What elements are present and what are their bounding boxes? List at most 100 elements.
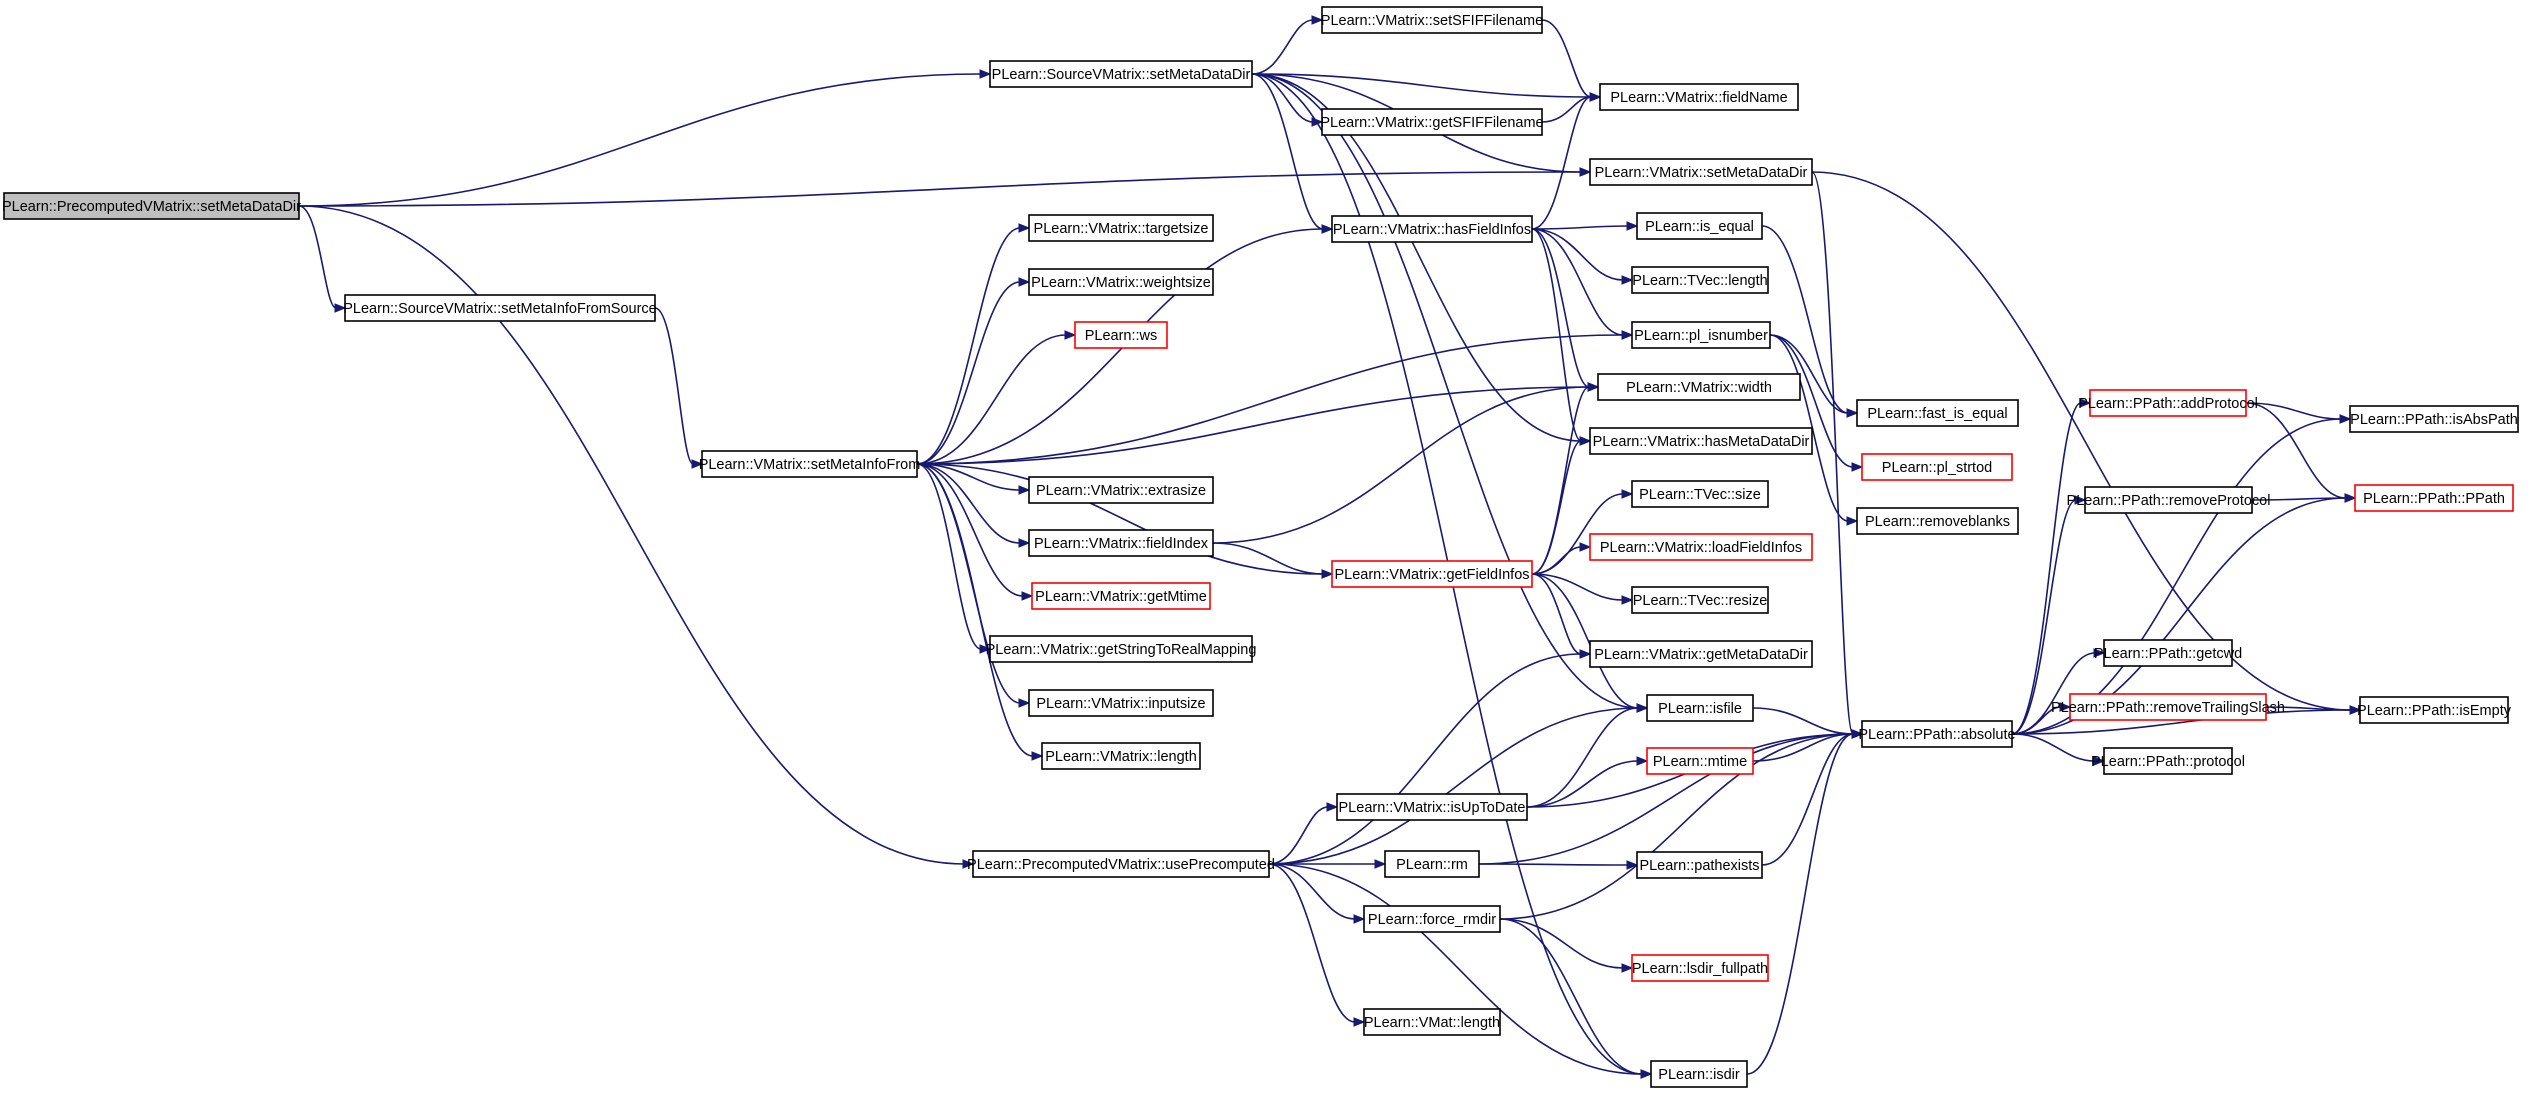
node-removeProtocol[interactable]: PLearn::PPath::removeProtocol xyxy=(2067,486,2271,514)
node-is-equal[interactable]: PLearn::is_equal xyxy=(1636,212,1763,240)
node-box xyxy=(1631,954,1769,982)
edge-isUpToDate-to-isfile xyxy=(1526,703,1649,808)
node-vmat-length[interactable]: PLearn::VMat::length xyxy=(1363,1008,1501,1036)
edge-pathexists-to-ppath-absolute xyxy=(1761,729,1864,866)
node-pl-isnumber[interactable]: PLearn::pl_isnumber xyxy=(1631,321,1771,349)
node-isEmpty[interactable]: PLearn::PPath::isEmpty xyxy=(2357,696,2512,724)
node-box xyxy=(1597,373,1801,401)
node-isAbsPath[interactable]: PLearn::PPath::isAbsPath xyxy=(2349,405,2519,433)
node-box xyxy=(1331,215,1533,243)
node-isfile[interactable]: PLearn::isfile xyxy=(1646,694,1754,722)
node-isUpToDate[interactable]: PLearn::VMatrix::isUpToDate xyxy=(1336,793,1528,821)
node-label: PLearn::lsdir_fullpath xyxy=(1632,961,1768,977)
node-targetsize[interactable]: PLearn::VMatrix::targetsize xyxy=(1028,214,1214,242)
node-weightsize[interactable]: PLearn::VMatrix::weightsize xyxy=(1028,268,1214,296)
node-label: PLearn::VMatrix::getSFIFFilename xyxy=(1320,115,1543,131)
node-src-setMetaDataDir[interactable]: PLearn::SourceVMatrix::setMetaDataDir xyxy=(989,60,1253,88)
node-hasMetaDataDir[interactable]: PLearn::VMatrix::hasMetaDataDir xyxy=(1589,427,1813,455)
node-pl-strtod[interactable]: PLearn::pl_strtod xyxy=(1861,453,2013,481)
node-rm[interactable]: PLearn::rm xyxy=(1384,850,1480,878)
node-box xyxy=(2103,747,2233,775)
node-label: PLearn::VMatrix::setMetaInfoFrom xyxy=(699,457,921,473)
node-label: PLearn::PPath::addProtocol xyxy=(2078,396,2258,412)
node-label: PLearn::PPath::isAbsPath xyxy=(2350,412,2518,428)
node-label: PLearn::VMatrix::getFieldInfos xyxy=(1334,567,1529,583)
node-box xyxy=(1589,533,1813,561)
node-usePrecomputed[interactable]: PLearn::PrecomputedVMatrix::usePrecomput… xyxy=(967,850,1275,878)
node-box xyxy=(1336,793,1528,821)
node-label: PLearn::VMatrix::fieldIndex xyxy=(1034,536,1209,552)
node-loadFieldInfos[interactable]: PLearn::VMatrix::loadFieldInfos xyxy=(1589,533,1813,561)
node-getMtime[interactable]: PLearn::VMatrix::getMtime xyxy=(1031,582,1211,610)
node-lsdir-fullpath[interactable]: PLearn::lsdir_fullpath xyxy=(1631,954,1769,982)
node-pathexists[interactable]: PLearn::pathexists xyxy=(1636,851,1763,879)
node-box xyxy=(989,635,1253,663)
node-ppath-protocol[interactable]: PLearn::PPath::protocol xyxy=(2091,747,2245,775)
edge-mtime-to-ppath-absolute xyxy=(1752,729,1864,762)
node-mtime[interactable]: PLearn::mtime xyxy=(1646,747,1754,775)
node-isdir[interactable]: PLearn::isdir xyxy=(1650,1060,1748,1088)
node-box xyxy=(1589,158,1813,186)
node-setMetaInfoFrom[interactable]: PLearn::VMatrix::setMetaInfoFrom xyxy=(699,450,921,478)
node-label: PLearn::PPath::removeProtocol xyxy=(2067,493,2271,509)
node-tvec-resize[interactable]: PLearn::TVec::resize xyxy=(1631,586,1769,614)
node-label: PLearn::TVec::length xyxy=(1632,273,1767,289)
node-fast-is-equal[interactable]: PLearn::fast_is_equal xyxy=(1856,399,2019,427)
nodes-layer: PLearn::PrecomputedVMatrix::setMetaDataD… xyxy=(2,6,2519,1088)
node-box xyxy=(1028,214,1214,242)
node-ppath-absolute[interactable]: PLearn::PPath::absolute xyxy=(1858,720,2016,748)
node-label: PLearn::PPath::isEmpty xyxy=(2357,703,2512,719)
edge-usePrecomputed-to-getMetaDataDir xyxy=(1268,649,1592,865)
edge-precomp-setMetaDataDir-to-setMetaInfoFromSource xyxy=(298,205,347,313)
node-label: PLearn::VMatrix::targetsize xyxy=(1034,221,1209,237)
edge-hasFieldInfos-to-is-equal xyxy=(1531,221,1639,231)
node-label: PLearn::PrecomputedVMatrix::setMetaDataD… xyxy=(2,199,301,215)
node-removeTrailingSlash[interactable]: PLearn::PPath::removeTrailingSlash xyxy=(2051,693,2285,721)
node-ppath-ctor[interactable]: PLearn::PPath::PPath xyxy=(2354,484,2514,512)
node-box xyxy=(2069,693,2267,721)
node-label: PLearn::VMatrix::getMetaDataDir xyxy=(1594,647,1808,663)
node-getStringToRealMapping[interactable]: PLearn::VMatrix::getStringToRealMapping xyxy=(986,635,1257,663)
node-box xyxy=(2349,405,2519,433)
node-extrasize[interactable]: PLearn::VMatrix::extrasize xyxy=(1028,476,1214,504)
node-getMetaDataDir[interactable]: PLearn::VMatrix::getMetaDataDir xyxy=(1589,640,1813,668)
node-width[interactable]: PLearn::VMatrix::width xyxy=(1597,373,1801,401)
node-vm-setMetaDataDir[interactable]: PLearn::VMatrix::setMetaDataDir xyxy=(1589,158,1813,186)
node-setSFIFFilename[interactable]: PLearn::VMatrix::setSFIFFilename xyxy=(1321,6,1543,34)
edge-usePrecomputed-to-force-rmdir xyxy=(1268,863,1366,924)
node-ws[interactable]: PLearn::ws xyxy=(1074,321,1168,349)
node-tvec-size[interactable]: PLearn::TVec::size xyxy=(1631,480,1769,508)
edge-isUpToDate-to-mtime xyxy=(1526,756,1649,808)
node-box xyxy=(1636,851,1763,879)
node-label: PLearn::VMatrix::length xyxy=(1045,749,1197,765)
node-removeblanks[interactable]: PLearn::removeblanks xyxy=(1856,507,2019,535)
node-label: PLearn::pl_isnumber xyxy=(1634,328,1768,344)
node-addProtocol[interactable]: PLearn::PPath::addProtocol xyxy=(2078,389,2258,417)
node-setMetaInfoFromSource[interactable]: PLearn::SourceVMatrix::setMetaInfoFromSo… xyxy=(343,294,657,322)
node-fieldIndex[interactable]: PLearn::VMatrix::fieldIndex xyxy=(1028,529,1214,557)
node-getcwd[interactable]: PLearn::PPath::getcwd xyxy=(2094,639,2242,667)
node-box xyxy=(701,450,918,478)
edge-addProtocol-to-isAbsPath xyxy=(2245,402,2352,424)
edge-setMetaInfoFrom-to-vm-length xyxy=(916,463,1044,761)
node-box xyxy=(2354,484,2514,512)
node-fieldName[interactable]: PLearn::VMatrix::fieldName xyxy=(1599,83,1799,111)
node-box xyxy=(1028,529,1214,557)
node-box xyxy=(1589,640,1813,668)
node-force-rmdir[interactable]: PLearn::force_rmdir xyxy=(1363,905,1501,933)
edge-setMetaInfoFrom-to-pl-isnumber xyxy=(916,330,1634,465)
node-box xyxy=(3,192,300,220)
node-box xyxy=(2359,696,2509,724)
node-getSFIFFilename[interactable]: PLearn::VMatrix::getSFIFFilename xyxy=(1320,108,1544,136)
node-box xyxy=(1631,266,1769,294)
node-hasFieldInfos[interactable]: PLearn::VMatrix::hasFieldInfos xyxy=(1331,215,1533,243)
node-box xyxy=(1636,212,1763,240)
node-getFieldInfos[interactable]: PLearn::VMatrix::getFieldInfos xyxy=(1331,560,1533,588)
node-tvec-length[interactable]: PLearn::TVec::length xyxy=(1631,266,1769,294)
node-box xyxy=(1856,507,2019,535)
edge-setMetaInfoFrom-to-getMtime xyxy=(916,463,1034,601)
node-box xyxy=(1074,321,1168,349)
node-vm-length[interactable]: PLearn::VMatrix::length xyxy=(1041,742,1201,770)
node-inputsize[interactable]: PLearn::VMatrix::inputsize xyxy=(1028,689,1214,717)
edge-precomp-setMetaDataDir-to-usePrecomputed xyxy=(298,205,975,869)
